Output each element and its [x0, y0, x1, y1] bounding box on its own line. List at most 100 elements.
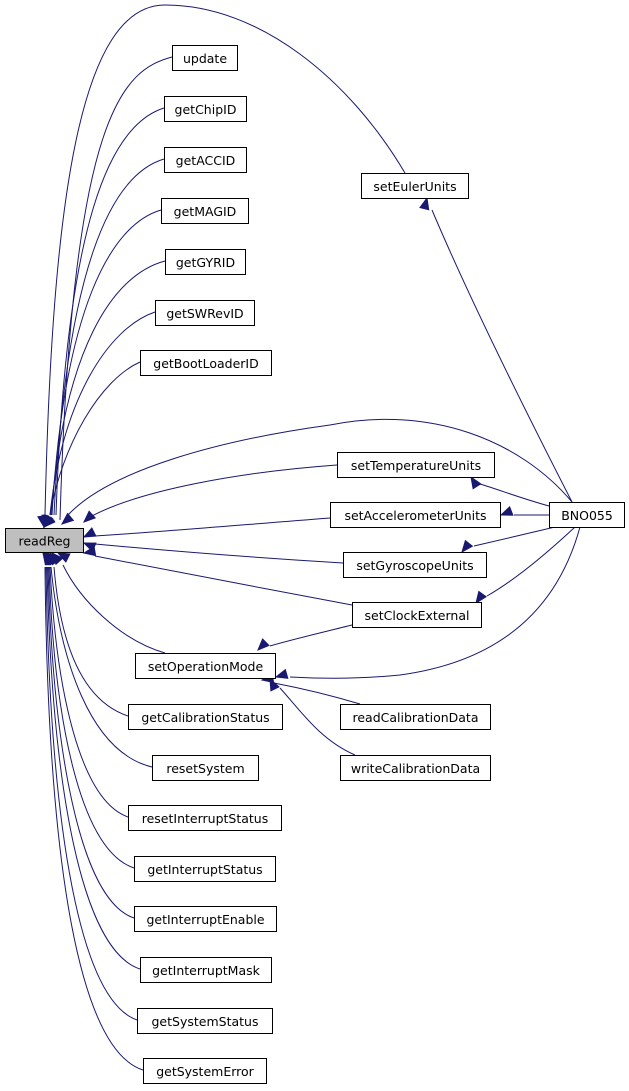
edge-line: [51, 209, 162, 516]
node-setTemperatureUnits[interactable]: setTemperatureUnits: [337, 452, 495, 478]
node-box[interactable]: [152, 755, 259, 781]
node-box[interactable]: [134, 856, 276, 882]
node-box[interactable]: [352, 602, 482, 628]
edge-arrowhead: [499, 505, 514, 516]
node-setGyroscopeUnits[interactable]: setGyroscopeUnits: [343, 552, 487, 578]
edge-line: [44, 4, 406, 516]
edge-arrowhead: [60, 512, 75, 525]
node-box[interactable]: [330, 502, 501, 528]
edge-arrowhead: [42, 551, 54, 566]
node-box[interactable]: [172, 45, 238, 71]
edge-line: [273, 682, 361, 705]
node-box[interactable]: [337, 452, 495, 478]
edge-arrowhead: [82, 545, 97, 557]
node-getACCID[interactable]: getACCID: [164, 147, 247, 173]
edge-line: [49, 566, 129, 818]
node-getMAGID[interactable]: getMAGID: [161, 198, 249, 224]
node-setAccelerometerUnits[interactable]: setAccelerometerUnits: [330, 502, 501, 528]
edge-getSystemError-to-readReg: [42, 551, 144, 1071]
node-box[interactable]: [143, 1058, 267, 1084]
node-box[interactable]: [135, 653, 276, 679]
node-update[interactable]: update: [172, 45, 238, 71]
edge-line: [94, 555, 353, 606]
node-setOperationMode[interactable]: setOperationMode: [135, 653, 276, 679]
node-getGYRID[interactable]: getGYRID: [165, 249, 246, 275]
edge-arrowhead: [274, 668, 289, 679]
edge-getInterruptMask-to-readReg: [44, 551, 141, 970]
edge-setEulerUnits-to-readReg: [37, 4, 406, 529]
node-writeCalibrationData[interactable]: writeCalibrationData: [340, 755, 491, 781]
edge-line: [269, 624, 353, 647]
edge-BNO055-to-setTemperatureUnits: [470, 475, 550, 507]
node-getInterruptMask[interactable]: getInterruptMask: [140, 957, 272, 983]
edge-line: [279, 687, 356, 756]
node-box[interactable]: [164, 147, 247, 173]
node-box[interactable]: [340, 704, 491, 730]
node-BNO055[interactable]: BNO055: [549, 502, 625, 528]
node-label: getSystemError: [156, 1064, 254, 1079]
node-box[interactable]: [5, 528, 84, 553]
node-box[interactable]: [137, 1008, 273, 1034]
node-resetInterruptStatus[interactable]: resetInterruptStatus: [128, 805, 282, 831]
edge-arrowhead: [82, 527, 97, 538]
edge-arrowhead: [470, 475, 482, 490]
edge-line: [473, 526, 556, 547]
node-label: readCalibrationData: [352, 710, 478, 725]
node-setClockExternal[interactable]: setClockExternal: [352, 602, 482, 628]
edge-setClockExternal-to-setOperationMode: [257, 624, 353, 651]
edge-line: [486, 526, 576, 597]
edge-BNO055-to-setEulerUnits: [419, 196, 573, 503]
node-label: getInterruptEnable: [146, 912, 264, 927]
node-box[interactable]: [164, 96, 247, 122]
node-box[interactable]: [549, 502, 625, 528]
node-box[interactable]: [134, 906, 277, 932]
node-box[interactable]: [140, 957, 272, 983]
node-label: getCalibrationStatus: [141, 710, 269, 725]
edge-line: [53, 158, 165, 516]
node-getSystemStatus[interactable]: getSystemStatus: [137, 1008, 273, 1034]
node-label: setEulerUnits: [373, 179, 456, 194]
node-box[interactable]: [140, 350, 272, 376]
node-resetSystem[interactable]: resetSystem: [152, 755, 259, 781]
edge-line: [44, 566, 144, 1071]
node-readCalibrationData[interactable]: readCalibrationData: [340, 704, 491, 730]
edge-BNO055-to-setOperationMode: [274, 526, 581, 679]
node-getChipID[interactable]: getChipID: [164, 96, 247, 122]
node-getInterruptStatus[interactable]: getInterruptStatus: [134, 856, 276, 882]
edge-arrowhead: [83, 510, 97, 523]
node-setEulerUnits[interactable]: setEulerUnits: [361, 173, 469, 199]
edge-update-to-readReg: [43, 56, 173, 528]
node-getSystemError[interactable]: getSystemError: [143, 1058, 267, 1084]
node-getBootLoaderID[interactable]: getBootLoaderID: [140, 350, 272, 376]
node-readReg[interactable]: readReg: [5, 528, 84, 553]
node-box[interactable]: [340, 755, 491, 781]
node-getInterruptEnable[interactable]: getInterruptEnable: [134, 906, 277, 932]
node-label: resetInterruptStatus: [142, 811, 269, 826]
edge-line: [62, 564, 166, 654]
node-box[interactable]: [343, 552, 487, 578]
edge-line: [47, 566, 135, 919]
node-box[interactable]: [361, 173, 469, 199]
edge-line: [59, 56, 173, 521]
node-label: getChipID: [175, 102, 237, 117]
node-box[interactable]: [165, 249, 246, 275]
edge-setOperationMode-to-readReg: [56, 552, 166, 654]
edge-line: [94, 517, 331, 537]
edge-line: [53, 566, 129, 717]
edge-getSWRevID-to-readReg: [42, 311, 156, 529]
node-box[interactable]: [128, 805, 282, 831]
edges-layer: [37, 4, 581, 1071]
node-box[interactable]: [155, 300, 255, 326]
node-label: BNO055: [561, 508, 613, 523]
edge-getInterruptStatus-to-readReg: [46, 551, 135, 869]
node-getSWRevID[interactable]: getSWRevID: [155, 300, 255, 326]
edge-BNO055-to-readReg: [60, 418, 573, 525]
edge-arrowhead: [269, 677, 280, 692]
node-box[interactable]: [128, 704, 283, 730]
edge-arrowhead: [461, 539, 474, 554]
edge-line: [49, 361, 141, 516]
node-label: getInterruptMask: [152, 963, 261, 978]
node-label: getInterruptStatus: [147, 862, 262, 877]
node-box[interactable]: [161, 198, 249, 224]
node-getCalibrationStatus[interactable]: getCalibrationStatus: [128, 704, 283, 730]
